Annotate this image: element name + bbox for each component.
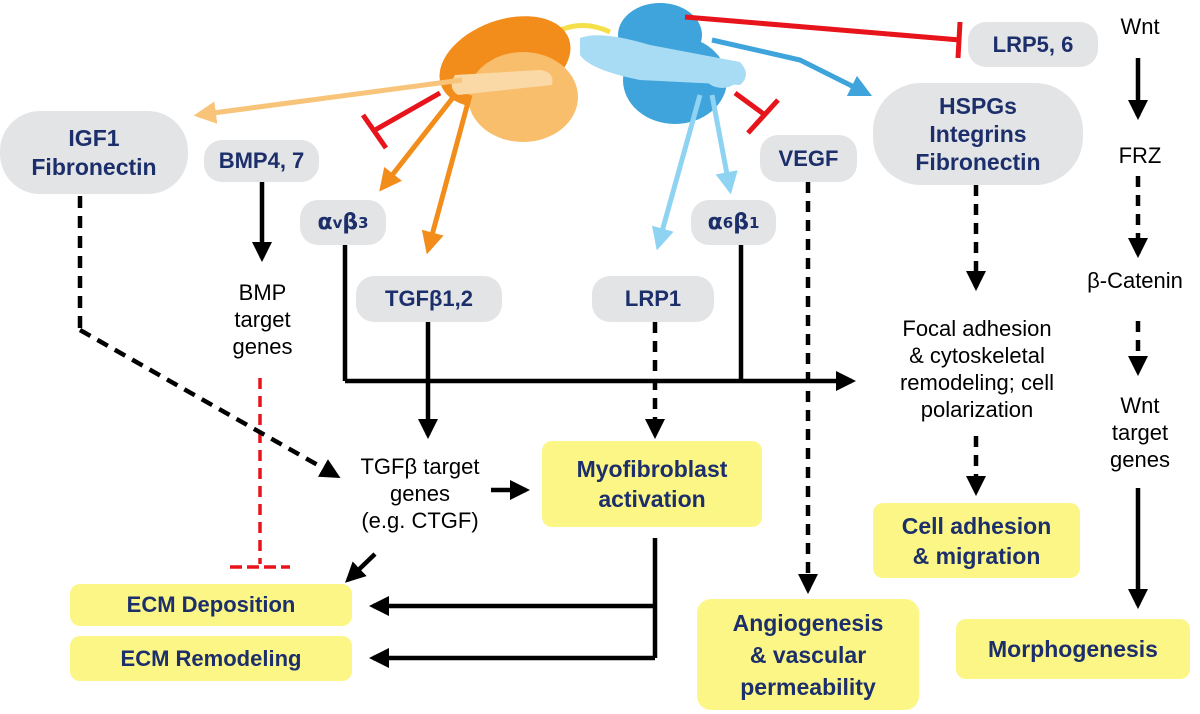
arrow-to-a6b1 (709, 94, 738, 195)
vegf-ligand: VEGF (760, 135, 857, 182)
frz-label: FRZ (1118, 142, 1162, 168)
a6b1-sub-1: 1 (748, 213, 760, 232)
arrow-to-igf1 (193, 77, 463, 124)
inhibition-bmp (360, 90, 442, 150)
lrp56-receptor: LRP5, 6 (968, 22, 1098, 67)
tgfb-target-genes: TGFβ target genes (e.g. CTGF) (360, 453, 480, 533)
ecm-deposition: ECM Deposition (70, 584, 352, 626)
avb3-sub-v: v (332, 213, 343, 232)
angiogenesis-vascular-permeability: Angiogenesis & vascular permeability (697, 599, 919, 710)
ecm-remodeling: ECM Remodeling (70, 636, 352, 681)
ccn-protein-illustration (439, 3, 746, 142)
arrow-to-tgfb12 (421, 94, 473, 255)
inhibition-bmp-to-ecm (230, 378, 290, 569)
signaling-arrows (77, 58, 1149, 669)
wnt-target-genes: Wnt target genes (1110, 392, 1170, 472)
focal-adhesion-text: Focal adhesion & cytoskeletal remodeling… (899, 316, 1055, 422)
myofibroblast-activation: Myofibroblast activation (542, 441, 762, 527)
arrow-to-hspgs (711, 37, 873, 97)
tgfb12-ligand: TGFβ1,2 (356, 276, 502, 322)
hspgs-integrins-fibronectin: HSPGs Integrins Fibronectin (873, 83, 1083, 185)
lrp1-receptor: LRP1 (592, 276, 714, 322)
morphogenesis: Morphogenesis (956, 619, 1190, 679)
bmp47-ligand: BMP4, 7 (204, 140, 319, 182)
avb3-beta: β (342, 210, 359, 235)
bmp-target-genes: BMP target genes (232, 279, 293, 359)
cell-adhesion-migration: Cell adhesion & migration (873, 503, 1080, 578)
beta-catenin-label: β-Catenin (1087, 267, 1183, 293)
arrow-to-avb3 (379, 93, 457, 192)
arrow-to-lrp1 (651, 94, 703, 251)
igf1-fibronectin: IGF1 Fibronectin (0, 111, 188, 194)
wnt-label: Wnt (1120, 13, 1160, 39)
avb3-alpha: α (317, 210, 333, 235)
avb3-sub-3: 3 (358, 213, 369, 232)
a6b1-sub-6: 6 (722, 213, 734, 232)
a6b1-beta: β (733, 210, 749, 235)
a6b1-alpha: α (707, 210, 723, 235)
inhibition-lrp56 (684, 14, 963, 59)
inhibition-vegf (733, 90, 780, 135)
